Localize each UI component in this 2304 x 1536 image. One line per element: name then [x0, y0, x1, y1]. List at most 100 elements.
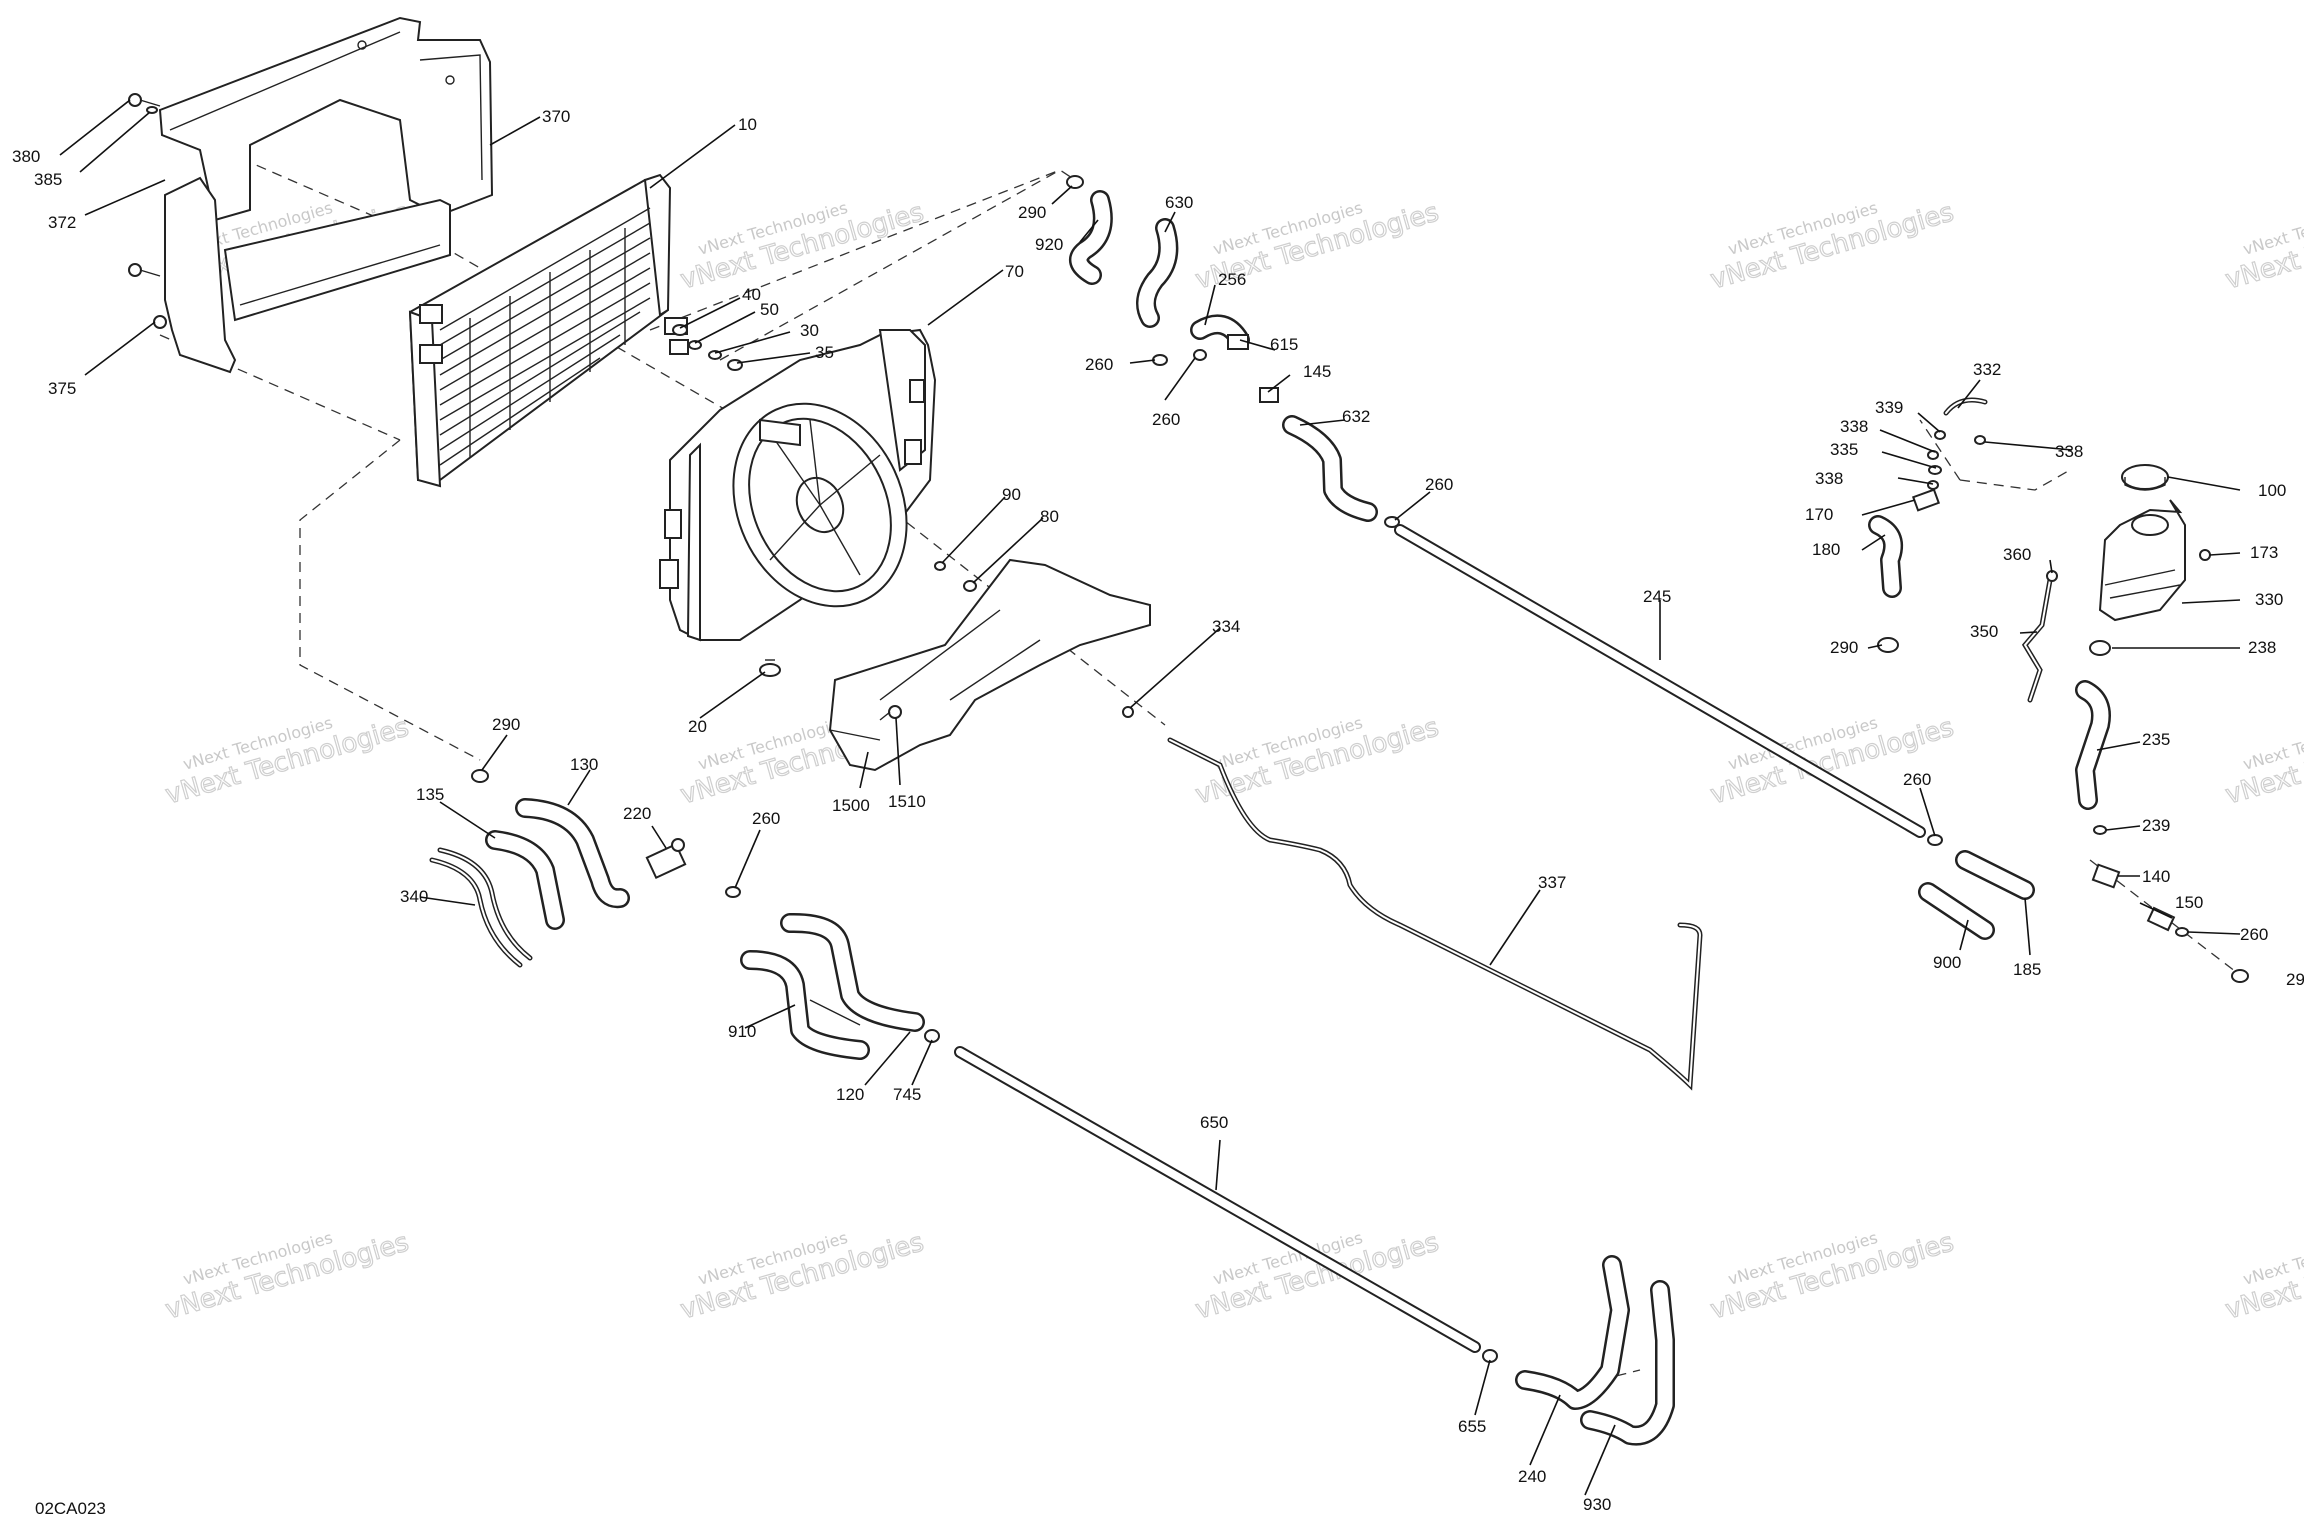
callout-372: 372: [48, 213, 76, 232]
callout-290-right: 290: [1830, 638, 1858, 657]
callout-10: 10: [738, 115, 757, 134]
leader-lines: [59, 99, 2241, 1496]
callout-245: 245: [1643, 587, 1671, 606]
hose-185: [1955, 850, 2035, 900]
fan-assembly-70: [659, 328, 937, 642]
callout-100: 100: [2258, 481, 2286, 500]
callout-290-upper: 290: [1018, 203, 1046, 222]
clamp-260-f: [2175, 927, 2189, 937]
callout-260-d: 260: [1903, 770, 1931, 789]
washer-385: [146, 106, 158, 114]
bolt-1510: [879, 705, 902, 721]
fitting-170: [1911, 488, 1941, 512]
clamp-290-left: [471, 769, 489, 783]
callout-256: 256: [1218, 270, 1246, 289]
fitting-140: [2091, 863, 2121, 889]
callout-1510: 1510: [888, 792, 926, 811]
hose-630: [1136, 218, 1179, 328]
callout-80: 80: [1040, 507, 1059, 526]
fitting-145: [1259, 387, 1279, 403]
callout-615: 615: [1270, 335, 1298, 354]
line-337: [1167, 737, 1703, 1091]
callout-35: 35: [815, 343, 834, 362]
callout-labels: 380 385 372 375 370 10 40 50 30 35 70 90…: [12, 107, 2304, 1514]
hose-235: [2075, 680, 2111, 810]
clamp-260-b: [1193, 349, 1207, 361]
callout-150: 150: [2175, 893, 2203, 912]
callout-173: 173: [2250, 543, 2278, 562]
callout-380: 380: [12, 147, 40, 166]
clamp-260-a: [1152, 354, 1168, 366]
hose-130: [515, 798, 630, 909]
callout-260-a: 260: [1085, 355, 1113, 374]
callout-290-left: 290: [492, 715, 520, 734]
screw-173: [2199, 549, 2211, 561]
reservoir-330: [2098, 499, 2186, 622]
callout-332: 332: [1973, 360, 2001, 379]
small-fittings-335-339: [1927, 430, 1986, 490]
fitting-150: [2146, 906, 2176, 932]
callout-260-f: 260: [2240, 925, 2268, 944]
lower-shroud-372: [164, 176, 451, 374]
callout-630: 630: [1165, 193, 1193, 212]
callout-145: 145: [1303, 362, 1331, 381]
callout-338-a: 338: [1840, 417, 1868, 436]
fitting-238: [2089, 640, 2111, 656]
callout-375: 375: [48, 379, 76, 398]
clamp-290-upper: [1066, 175, 1084, 189]
clamp-29x: [2231, 969, 2249, 983]
clamp-20: [759, 659, 781, 677]
callout-260-c: 260: [1425, 475, 1453, 494]
callout-335: 335: [1830, 440, 1858, 459]
callout-930: 930: [1583, 1495, 1611, 1514]
clamp-260-d: [1927, 834, 1943, 846]
callout-185: 185: [2013, 960, 2041, 979]
callout-260-e: 260: [752, 809, 780, 828]
hose-120: [780, 912, 925, 1032]
callout-900: 900: [1933, 953, 1961, 972]
callout-239: 239: [2142, 816, 2170, 835]
bracket-1500: [828, 558, 1151, 772]
callout-29x: 29: [2286, 970, 2304, 989]
callout-238: 238: [2248, 638, 2276, 657]
callout-334: 334: [1212, 617, 1240, 636]
pipe-245: [1394, 524, 1926, 838]
clamp-745: [924, 1029, 940, 1043]
callout-140: 140: [2142, 867, 2170, 886]
hose-930: [1580, 1280, 1675, 1446]
bracket-350-360: [2021, 570, 2058, 703]
clamp-239: [2093, 825, 2107, 835]
callout-120: 120: [836, 1085, 864, 1104]
callout-360: 360: [2003, 545, 2031, 564]
diagram-code: 02CA023: [35, 1499, 106, 1518]
clamp-332: [1943, 397, 1988, 416]
callout-180: 180: [1812, 540, 1840, 559]
callout-632: 632: [1342, 407, 1370, 426]
screw-375: [128, 263, 167, 329]
hose-135: [485, 830, 565, 930]
callout-130: 130: [570, 755, 598, 774]
callout-910: 910: [728, 1022, 756, 1041]
hose-240: [1515, 1255, 1630, 1410]
callout-370: 370: [542, 107, 570, 126]
clamp-290-right: [1877, 637, 1899, 653]
callout-260-b: 260: [1152, 410, 1180, 429]
screw-380: [128, 93, 161, 107]
callout-1500: 1500: [832, 796, 870, 815]
clip-334: [1122, 706, 1134, 718]
hose-180: [1868, 515, 1903, 598]
callout-655: 655: [1458, 1417, 1486, 1436]
callout-338-b: 338: [1815, 469, 1843, 488]
callout-40: 40: [742, 285, 761, 304]
hose-340: [429, 847, 533, 968]
callout-340: 340: [400, 887, 428, 906]
hose-910: [740, 950, 870, 1060]
callout-170: 170: [1805, 505, 1833, 524]
callout-135: 135: [416, 785, 444, 804]
upper-shroud-370: [158, 16, 494, 222]
valve-220: [645, 838, 687, 880]
callout-350: 350: [1970, 622, 1998, 641]
callout-70: 70: [1005, 262, 1024, 281]
clamp-260-e: [725, 886, 741, 898]
callout-90: 90: [1002, 485, 1021, 504]
